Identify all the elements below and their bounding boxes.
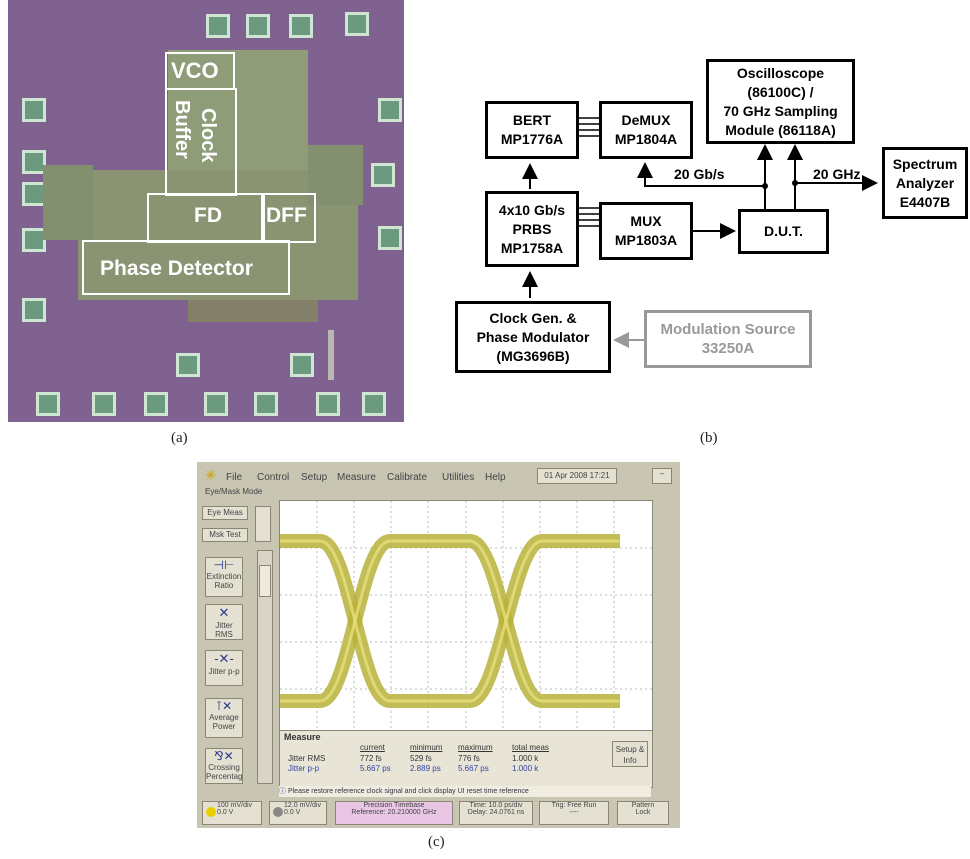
trigger-button[interactable]: Trig: Free Run ---- bbox=[539, 801, 609, 825]
menu-setup[interactable]: Setup bbox=[301, 472, 327, 483]
mux-block: MUX MP1803A bbox=[599, 202, 693, 260]
avg-power-icon: ⊺✕ bbox=[206, 699, 242, 713]
rate-label: 20 Gb/s bbox=[674, 166, 725, 182]
table-cell: 5.667 ps bbox=[458, 764, 489, 773]
ch2-indicator-icon bbox=[273, 807, 283, 817]
menu-help[interactable]: Help bbox=[485, 472, 506, 483]
menu-control[interactable]: Control bbox=[257, 472, 289, 483]
sun-icon: ✳ bbox=[205, 467, 217, 484]
demux-block: DeMUX MP1804A bbox=[599, 101, 693, 159]
eye-meas-button[interactable]: Eye Meas bbox=[202, 506, 248, 520]
status-bar: ⓘ Please restore reference clock signal … bbox=[279, 786, 651, 797]
status-message: Please restore reference clock signal an… bbox=[288, 788, 529, 795]
table-cell: 1.000 k bbox=[512, 754, 538, 763]
eye-trace bbox=[280, 541, 620, 701]
crossing-button[interactable]: ⅋✕ Crossing Percentage bbox=[205, 748, 243, 784]
jitter-rms-label: Jitter RMS bbox=[206, 621, 242, 639]
modulation-source-block: Modulation Source 33250A bbox=[644, 310, 812, 368]
bus-prbs-mux bbox=[578, 208, 600, 226]
measure-tab[interactable]: Measure bbox=[284, 732, 321, 742]
jitter-pp-icon: -✕- bbox=[206, 651, 242, 667]
info-icon: ⓘ bbox=[279, 788, 288, 795]
side-scrollbar[interactable] bbox=[257, 550, 273, 784]
table-cell: 1.000 k bbox=[512, 764, 538, 773]
table-cell: 529 fs bbox=[410, 754, 432, 763]
table-cell: 5.667 ps bbox=[360, 764, 391, 773]
oscilloscope-block: Oscilloscope (86100C) / 70 GHz Sampling … bbox=[706, 59, 855, 144]
menu-file[interactable]: File bbox=[226, 472, 242, 483]
prbs-block: 4x10 Gb/s PRBS MP1758A bbox=[485, 191, 579, 267]
crossing-icon: ⅋✕ bbox=[206, 749, 242, 763]
scrollbar-thumb[interactable] bbox=[259, 565, 271, 597]
mask-test-button[interactable]: Msk Test bbox=[202, 528, 248, 542]
crossing-label: Crossing Percentage bbox=[206, 763, 242, 781]
jitter-pp-button[interactable]: -✕- Jitter p-p bbox=[205, 650, 243, 686]
measure-panel: Measure current minimum maximum total me… bbox=[279, 730, 653, 788]
bus-bert-demux bbox=[578, 118, 600, 136]
spectrum-analyzer-block: Spectrum Analyzer E4407B bbox=[882, 147, 968, 219]
header-minimum: minimum bbox=[410, 743, 442, 752]
time-button[interactable]: Time: 10.0 ps/div Delay: 24.0761 ns bbox=[459, 801, 533, 825]
pattern-lock-button[interactable]: Pattern Lock bbox=[617, 801, 669, 825]
menu-utilities[interactable]: Utilities bbox=[442, 472, 474, 483]
extinction-label: Extinction Ratio bbox=[206, 572, 242, 590]
freq-label: 20 GHz bbox=[813, 166, 860, 182]
jitter-pp-label: Jitter p-p bbox=[206, 667, 242, 676]
table-cell: 772 fs bbox=[360, 754, 382, 763]
cal-toggle[interactable] bbox=[255, 506, 271, 542]
bert-block: BERT MP1776A bbox=[485, 101, 579, 159]
dut-block: D.U.T. bbox=[738, 209, 829, 254]
setup-info-button[interactable]: Setup & Info bbox=[612, 741, 648, 767]
menu-measure[interactable]: Measure bbox=[337, 472, 376, 483]
oscilloscope-screen: ✳ File Control Setup Measure Calibrate U… bbox=[197, 462, 680, 828]
average-power-button[interactable]: ⊺✕ Average Power bbox=[205, 698, 243, 738]
minimize-button[interactable]: – bbox=[652, 468, 672, 484]
caption-b: (b) bbox=[700, 430, 718, 447]
waveform-display[interactable] bbox=[279, 500, 653, 738]
datetime: 01 Apr 2008 17:21 bbox=[537, 468, 617, 484]
jitter-rms-icon: ✕ bbox=[206, 605, 242, 621]
caption-c: (c) bbox=[428, 834, 445, 851]
mode-label: Eye/Mask Mode bbox=[205, 487, 262, 496]
extinction-ratio-button[interactable]: ⊣⊢ Extinction Ratio bbox=[205, 557, 243, 597]
average-power-label: Average Power bbox=[206, 713, 242, 731]
row-label-jitter-pp: Jitter p-p bbox=[288, 764, 319, 773]
header-total: total meas bbox=[512, 743, 549, 752]
menu-calibrate[interactable]: Calibrate bbox=[387, 472, 427, 483]
ch1-indicator-icon bbox=[206, 807, 216, 817]
precision-timebase-button[interactable]: Precision Timebase Reference: 20.210000 … bbox=[335, 801, 453, 825]
table-cell: 2.889 ps bbox=[410, 764, 441, 773]
jitter-rms-button[interactable]: ✕ Jitter RMS bbox=[205, 604, 243, 640]
clock-gen-block: Clock Gen. & Phase Modulator (MG3696B) bbox=[455, 301, 611, 373]
extinction-icon: ⊣⊢ bbox=[206, 558, 242, 572]
eye-diagram bbox=[280, 501, 652, 737]
table-cell: 776 fs bbox=[458, 754, 480, 763]
row-label-jitter-rms: Jitter RMS bbox=[288, 754, 325, 763]
header-current: current bbox=[360, 743, 385, 752]
header-maximum: maximum bbox=[458, 743, 493, 752]
